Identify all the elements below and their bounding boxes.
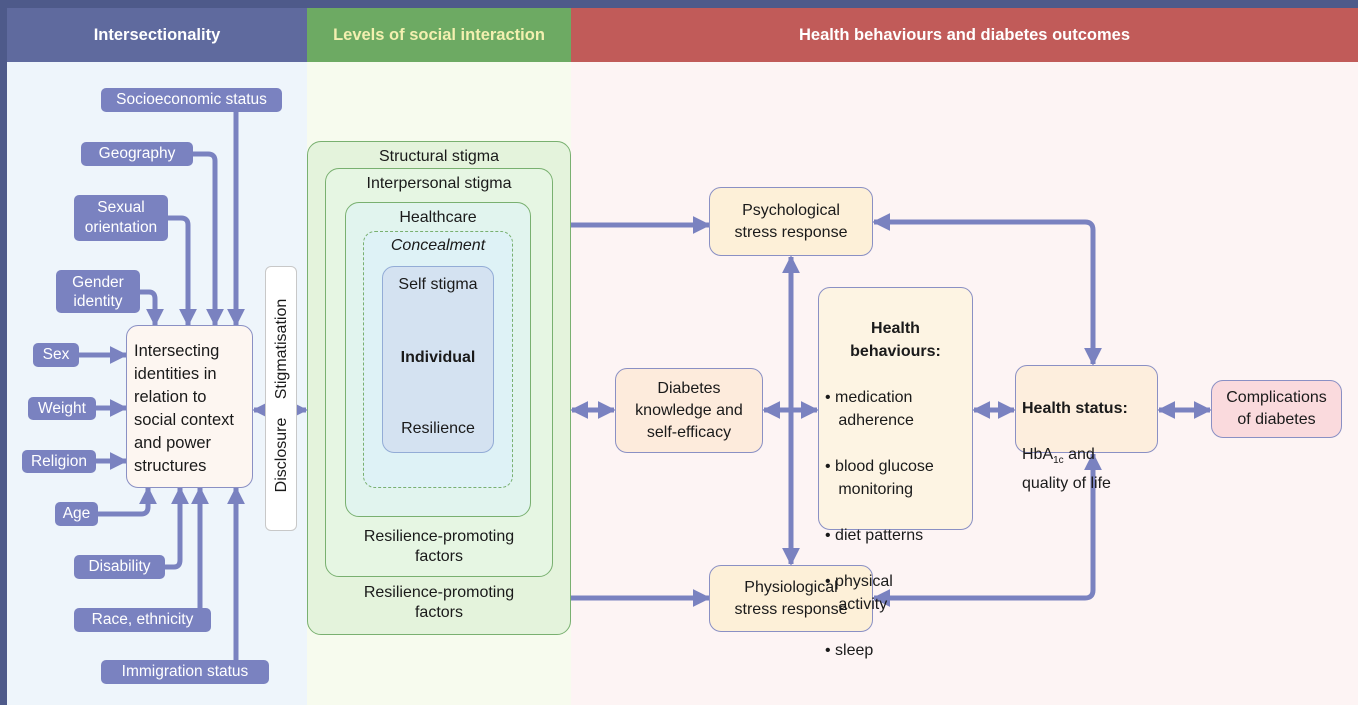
tag-race-ethnicity: Race, ethnicity: [74, 608, 211, 632]
stigmatisation-disclosure-box: Stigmatisation Disclosure: [265, 266, 297, 531]
tag-socioeconomic-status: Socioeconomic status: [101, 88, 282, 112]
arrow-geography: [193, 151, 224, 327]
behaviour-item: • diet patterns: [825, 527, 924, 544]
hba-text: HbA: [1022, 446, 1054, 463]
structural-stigma-label: Structural stigma: [378, 148, 500, 165]
tag-disability: Disability: [74, 555, 165, 579]
disclosure-label: Disclosure: [273, 417, 290, 493]
arrow-psych-status: [872, 213, 1102, 366]
concealment-label: Concealment: [390, 237, 486, 254]
frame-top: [0, 0, 1358, 8]
arrow-age: [98, 486, 157, 517]
tag-geography: Geography: [81, 142, 193, 166]
healthcare-label: Healthcare: [399, 209, 477, 226]
rpf-outer-label: Resilience-promoting factors: [363, 584, 515, 621]
tag-religion: Religion: [22, 450, 96, 473]
arrow-physio-status: [872, 452, 1102, 607]
health-behaviours-box: Health behaviours: • medication adherenc…: [818, 287, 973, 659]
individual-label: Individual: [400, 349, 476, 366]
interpersonal-stigma-label: Interpersonal stigma: [366, 175, 512, 192]
arrow-disability: [165, 486, 189, 570]
tag-weight: Weight: [28, 397, 96, 420]
arrow-sexual: [168, 215, 197, 327]
health-status-title: Health status:: [1022, 400, 1128, 417]
hba-subscript: 1c: [1053, 455, 1064, 467]
header-intersectionality: Intersectionality: [7, 8, 307, 62]
self-stigma-label: Self stigma: [398, 276, 478, 293]
intersecting-identities-box: Intersecting identities in relation to s…: [126, 325, 253, 488]
behaviour-item: • blood glucose monitoring: [825, 458, 934, 498]
header-levels: Levels of social interaction: [307, 8, 571, 62]
rpf-inner-label: Resilience-promoting factors: [363, 528, 515, 565]
physiological-stress-box: Physiological stress response: [709, 565, 873, 632]
diabetes-knowledge-box: Diabetes knowledge and self-efficacy: [615, 368, 763, 453]
behaviour-item: • physical activity: [825, 573, 893, 613]
tag-sexual-orientation: Sexual orientation: [74, 195, 168, 241]
tag-immigration-status: Immigration status: [101, 660, 269, 684]
tag-age: Age: [55, 502, 98, 526]
stigmatisation-label: Stigmatisation: [273, 298, 290, 400]
self-stigma-box: Self stigma Individual Resilience: [382, 266, 494, 453]
header-health: Health behaviours and diabetes outcomes: [571, 8, 1358, 62]
arrow-gender: [140, 289, 164, 327]
resilience-label: Resilience: [401, 420, 475, 437]
tag-sex: Sex: [33, 343, 79, 367]
tag-gender-identity: Gender identity: [56, 270, 140, 313]
behaviour-item: • sleep: [825, 642, 874, 659]
health-status-box: Health status: HbA1c and quality of life: [1015, 365, 1158, 492]
health-status-text: HbA1c and quality of life: [1022, 443, 1157, 495]
behaviour-item: • medication adherence: [825, 389, 914, 429]
health-behaviours-title: Health behaviours:: [850, 320, 941, 360]
frame-left: [0, 0, 7, 705]
psychological-stress-box: Psychological stress response: [709, 187, 873, 256]
complications-box: Complications of diabetes: [1211, 380, 1342, 438]
quality-of-life-text: and quality of life: [1022, 446, 1111, 493]
